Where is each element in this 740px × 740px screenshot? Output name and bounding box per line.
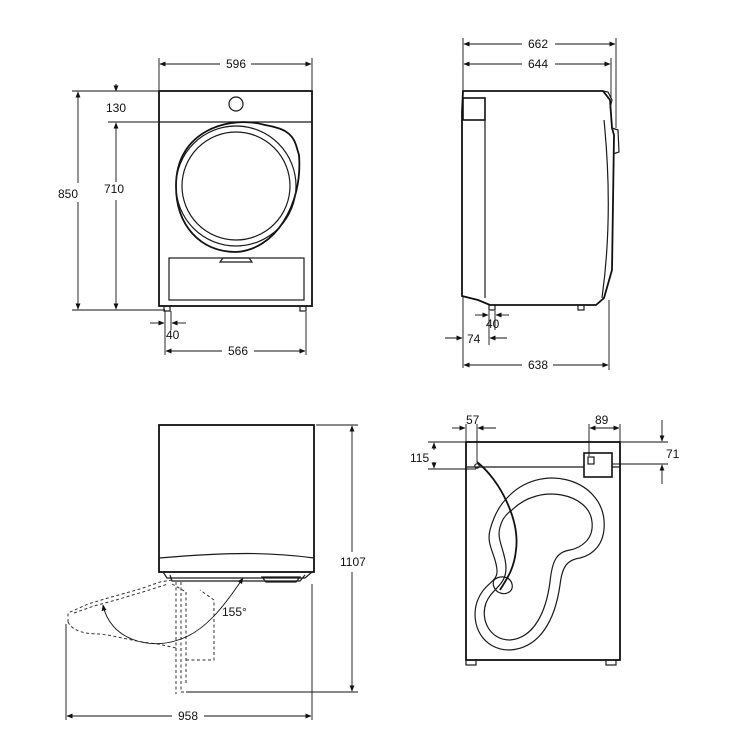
front-total-height-label: 850	[58, 187, 78, 201]
side-foot-span-label: 638	[528, 358, 548, 372]
back-foot-right	[605, 659, 617, 666]
top-cabinet	[158, 424, 315, 573]
back-hose-height-label: 115	[410, 451, 429, 465]
open-door-inner	[67, 621, 177, 649]
angle-arc	[101, 577, 244, 645]
hose-connector	[474, 463, 480, 469]
door-open-height-label: 1107	[340, 555, 366, 569]
front-door-height-label: 710	[104, 182, 124, 196]
side-foot-rear	[488, 304, 496, 311]
door-open-view: 155° 1107 958	[65, 424, 366, 723]
front-view: 596 850 130 710 40 566	[58, 57, 313, 358]
rear-cover-outer	[474, 477, 605, 651]
open-door-outer	[67, 579, 173, 622]
swing-door-rect	[186, 589, 215, 661]
side-top-control	[602, 90, 613, 109]
back-cabinet	[465, 441, 621, 661]
side-door-profile	[601, 119, 609, 299]
side-door-handle	[611, 127, 620, 155]
front-foot-left	[163, 305, 171, 312]
rear-cover-inner	[483, 493, 593, 641]
side-water-tank	[462, 97, 486, 121]
front-door	[175, 121, 301, 253]
front-width-label: 596	[226, 57, 246, 71]
drain-hose	[476, 461, 518, 591]
swing-door-link	[171, 583, 187, 593]
side-foot-inset-label: 40	[486, 317, 500, 331]
top-front-curve	[158, 552, 315, 559]
back-vent-width-label: 89	[595, 413, 609, 427]
back-vent-port	[587, 456, 595, 465]
side-body-depth-label: 644	[528, 57, 548, 71]
back-foot-left	[465, 659, 477, 666]
side-overall-depth-label: 662	[528, 37, 548, 51]
lower-panel	[168, 257, 305, 301]
front-foot-gap-label: 40	[166, 328, 180, 342]
front-foot-right	[299, 305, 307, 312]
swing-ref-inner	[180, 582, 186, 693]
program-knob	[228, 96, 244, 112]
back-left-offset-label: 57	[466, 413, 480, 427]
hose-clip	[492, 576, 513, 595]
side-foot-front	[577, 304, 585, 311]
back-view: 57 115 89 71	[410, 413, 680, 666]
side-cabinet	[461, 90, 615, 306]
back-vent-height-label: 71	[666, 447, 680, 461]
open-door-glass-line	[73, 583, 169, 614]
door-open-width-label: 958	[178, 709, 198, 723]
side-view: 662 644 40 74 638	[445, 37, 620, 372]
front-cabinet	[158, 90, 313, 307]
front-foot-span-label: 566	[228, 344, 248, 358]
front-top-offset-label: 130	[106, 101, 126, 115]
side-rear-offset-label: 74	[467, 332, 481, 346]
door-glass-outer	[175, 125, 297, 247]
top-door-handle	[260, 576, 302, 583]
lower-panel-handle	[218, 257, 254, 263]
door-angle-label: 155°	[222, 605, 247, 619]
door-glass-inner	[181, 131, 291, 241]
